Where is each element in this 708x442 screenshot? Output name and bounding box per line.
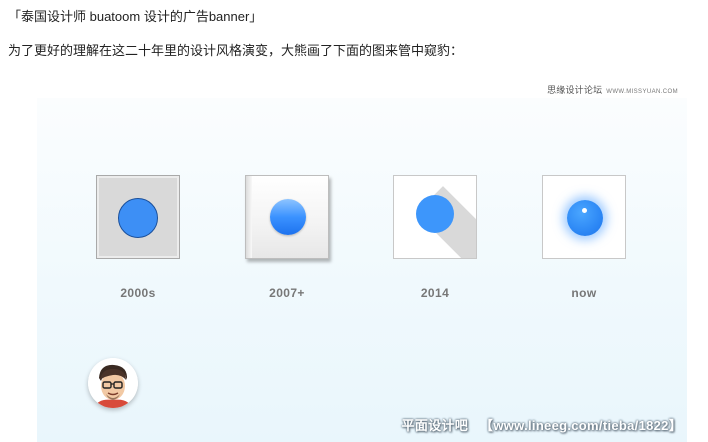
bottom-watermark: 平面设计吧【www.lineeg.com/tieba/1822】 xyxy=(402,415,682,434)
cartoon-face-icon xyxy=(88,358,138,408)
bottom-watermark-brand: 平面设计吧 xyxy=(401,418,469,433)
bottom-watermark-url: 【www.lineeg.com/tieba/1822】 xyxy=(480,418,682,433)
top-watermark-brand: 思缘设计论坛 xyxy=(547,85,603,95)
glowing-circle-icon xyxy=(567,200,603,236)
author-avatar xyxy=(88,358,138,408)
icon-card-now xyxy=(542,175,626,259)
illustration-panel xyxy=(37,98,687,442)
era-label-now: now xyxy=(571,286,597,300)
era-label-2014: 2014 xyxy=(420,286,450,300)
flat-circle-icon xyxy=(416,195,454,233)
article-title-line: 「泰国设计师 buatoom 设计的广告banner」 xyxy=(8,9,263,24)
highlight-dot xyxy=(582,208,587,213)
top-watermark-url: WWW.MISSYUAN.COM xyxy=(606,89,678,95)
era-label-2000s: 2000s xyxy=(120,286,156,300)
era-label-2007: 2007+ xyxy=(269,286,305,300)
glossy-circle-icon xyxy=(270,199,306,235)
icon-card-2007 xyxy=(245,175,329,259)
blue-circle-icon xyxy=(118,198,158,238)
article-intro-line: 为了更好的理解在这二十年里的设计风格演变，大熊画了下面的图来管中窥豹： xyxy=(8,43,464,58)
icon-card-2000s xyxy=(96,175,180,259)
icon-card-2014 xyxy=(393,175,477,259)
card-bevel xyxy=(246,176,252,258)
